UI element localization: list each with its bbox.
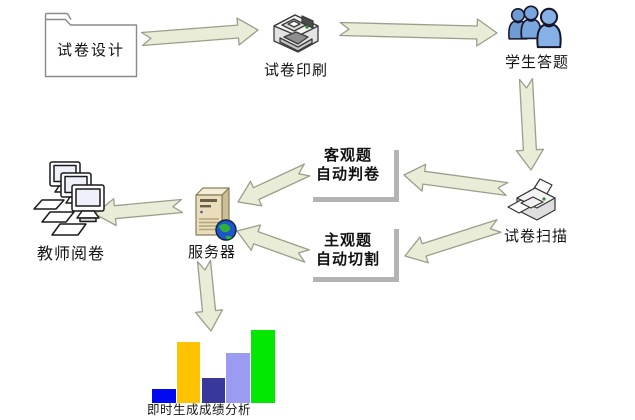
folder-icon — [44, 12, 138, 78]
teacher-label: 教师阅卷 — [36, 244, 105, 263]
arrow-objective-to-server — [237, 163, 311, 207]
design-folder-node: 试卷设计 — [42, 6, 140, 78]
score-bar-4 — [226, 353, 250, 403]
arrow-print-to-students — [339, 18, 498, 47]
bracket-objective — [313, 150, 399, 202]
scan-label: 试卷扫描 — [503, 227, 568, 245]
students-label: 学生答题 — [504, 53, 569, 71]
computers-icon — [33, 161, 105, 236]
bracket-subjective — [313, 229, 399, 282]
subjective-line2: 自动切割 — [315, 250, 380, 269]
arrow-scan-to-objective — [403, 163, 509, 197]
arrow-server-to-teacher — [94, 198, 184, 227]
arrow-subjective-to-server — [236, 224, 310, 263]
objective-block: 客观题 自动判卷 — [306, 146, 390, 184]
bar-chart-icon — [152, 330, 278, 403]
arrow-server-to-chart — [194, 259, 224, 332]
students-icon — [508, 5, 562, 49]
server-icon — [195, 187, 237, 241]
arrow-scan-to-subjective — [404, 219, 502, 264]
objective-line2: 自动判卷 — [315, 165, 380, 184]
print-label: 试卷印刷 — [263, 61, 328, 79]
design-label: 试卷设计 — [56, 40, 125, 59]
printer-icon — [273, 14, 319, 53]
arrow-students-to-scan — [515, 77, 545, 171]
analysis-label: 即时生成成绩分析 — [146, 402, 251, 417]
score-bar-3 — [201, 378, 226, 403]
score-bar-1 — [152, 389, 176, 403]
scanner-icon — [507, 178, 556, 221]
score-bar-5 — [251, 330, 275, 403]
subjective-line1: 主观题 — [323, 231, 372, 249]
arrow-design-to-print — [140, 17, 259, 47]
objective-line1: 客观题 — [323, 146, 372, 164]
subjective-block: 主观题 自动切割 — [306, 231, 390, 269]
score-bar-2 — [176, 342, 201, 403]
server-label: 服务器 — [187, 243, 236, 261]
